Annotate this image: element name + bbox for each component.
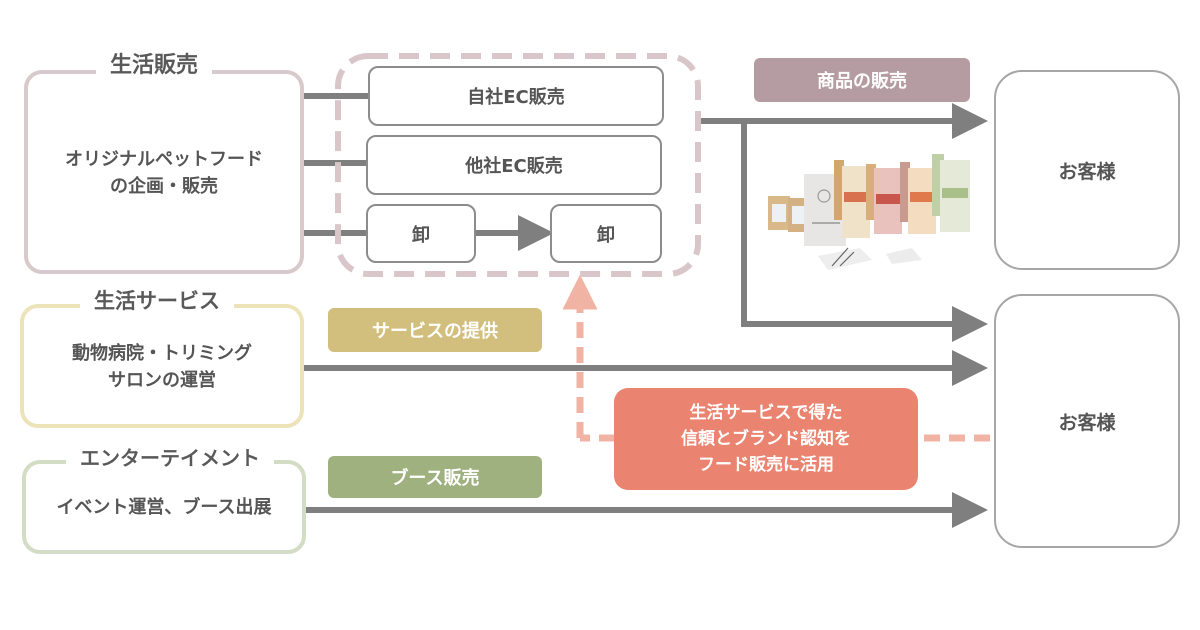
tag-booth-sales: ブース販売 [328, 456, 542, 498]
highlight-line1: 生活サービスで得た [689, 403, 843, 423]
group-life-sales-body-line1: オリジナルペットフード [65, 149, 263, 170]
group-life-sales-title: 生活販売 [96, 52, 213, 80]
customer-box-bottom: お客様 [994, 294, 1180, 548]
channel-wholesale-2: 卸 [550, 204, 662, 263]
channel-other-ec: 他社EC販売 [366, 135, 662, 195]
group-life-sales: 生活販売 オリジナルペットフード の企画・販売 [24, 52, 304, 274]
tag-product-sales: 商品の販売 [754, 58, 970, 102]
channel-own-ec: 自社EC販売 [368, 66, 664, 126]
customer-box-top: お客様 [994, 70, 1180, 270]
group-life-service-body-line2: サロンの運営 [108, 370, 216, 391]
highlight-line3: フード販売に活用 [698, 455, 834, 475]
group-life-service-title: 生活サービス [80, 288, 234, 314]
group-life-service-body-line1: 動物病院・トリミング [72, 343, 252, 364]
pet-food-packages-image [768, 154, 970, 270]
highlight-brand-leverage: 生活サービスで得た 信頼とブランド認知を フード販売に活用 [614, 388, 918, 490]
channels-dashed-group [335, 53, 701, 277]
group-life-service: 生活サービス 動物病院・トリミング サロンの運営 [20, 288, 304, 428]
group-entertainment: エンターテイメント イベント運営、ブース出展 [22, 446, 306, 554]
group-entertainment-title: エンターテイメント [66, 446, 274, 470]
highlight-line2: 信頼とブランド認知を [681, 429, 851, 449]
group-life-sales-body-line2: の企画・販売 [110, 176, 218, 197]
tag-service-provision: サービスの提供 [328, 308, 542, 352]
group-entertainment-body-line1: イベント運営、ブース出展 [56, 497, 272, 518]
channel-wholesale-1: 卸 [366, 204, 476, 263]
